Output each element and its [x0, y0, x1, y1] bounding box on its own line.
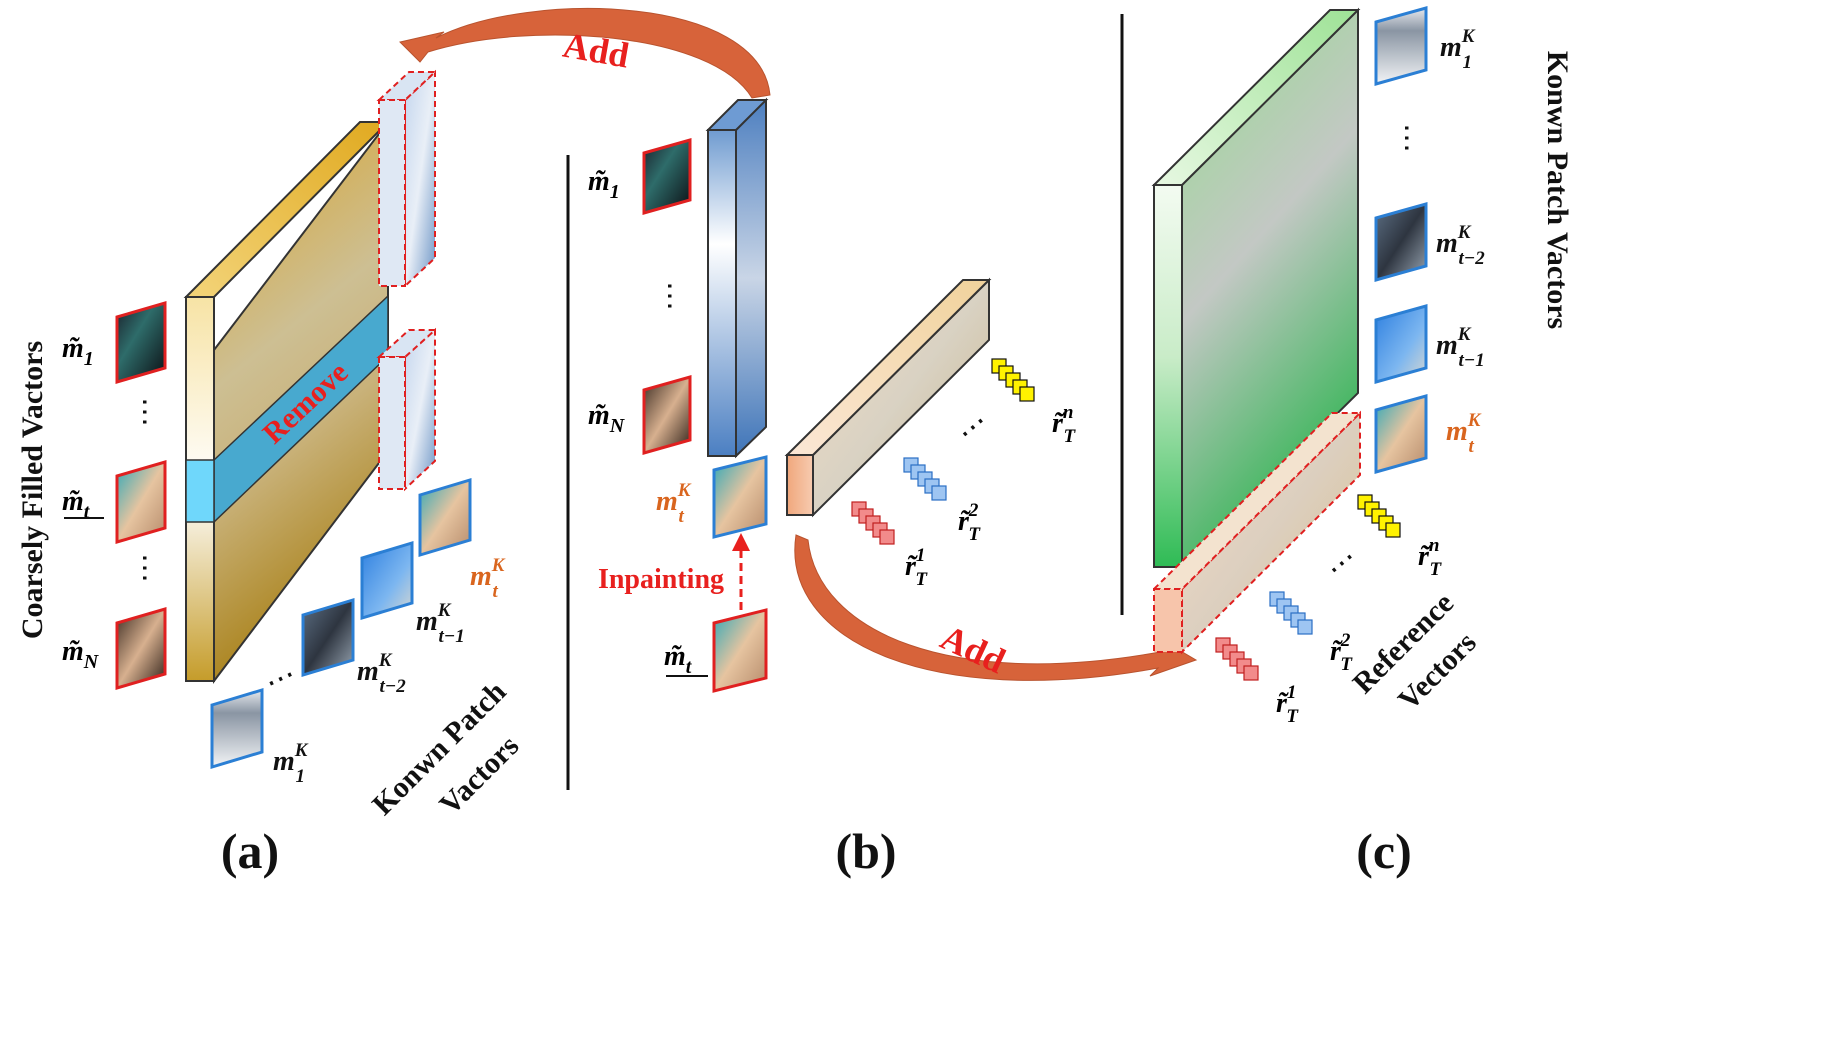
- ref-stack-b-1: [851, 501, 895, 545]
- patch-c-m1K: [1374, 6, 1428, 86]
- patch-a-mt1K: [360, 540, 414, 621]
- label-b-mN: m̃N: [588, 400, 626, 437]
- dots-a-3: ⋯: [260, 658, 301, 701]
- label-b-mt: m̃t: [664, 641, 693, 678]
- ref-stack-c-2: [1269, 591, 1313, 635]
- patch-c-mtK: [1374, 394, 1428, 474]
- inpainting-label: Inpainting: [598, 564, 724, 595]
- ref-stack-c-1: [1215, 637, 1259, 681]
- caption-c: (c): [1356, 823, 1412, 879]
- patch-a-m1: [115, 301, 167, 384]
- dots-b-1: ⋯: [653, 281, 686, 311]
- panel-a: Remove m̃1 m̃t m̃N ⋯ ⋯ Coarsely Filled: [16, 69, 525, 879]
- patch-a-m1K: [210, 687, 264, 770]
- top-add-arrow: Add: [399, 8, 771, 99]
- dots-b-2: ⋯: [951, 405, 995, 450]
- ghost-block-top: [376, 69, 438, 289]
- patch-a-mt: [115, 460, 167, 544]
- caption-b: (b): [835, 823, 896, 879]
- reference-bar-front: [786, 454, 814, 516]
- patch-c-mt2K: [1374, 202, 1428, 282]
- patch-a-mt2K: [301, 597, 355, 678]
- patch-a-mtK: [418, 477, 472, 558]
- label-b-m1: m̃1: [588, 166, 620, 203]
- label-a-mN: m̃N: [62, 636, 100, 673]
- dots-c-2: ⋯: [1320, 541, 1364, 586]
- ref-stack-b-n: [991, 358, 1035, 402]
- dots-c-1: ⋯: [1390, 123, 1423, 153]
- ref-stack-c-n: [1357, 494, 1401, 538]
- patch-b-mt: [712, 608, 768, 693]
- remove-band-front: [185, 459, 215, 523]
- dots-a-1: ⋯: [128, 397, 161, 427]
- patch-b-mtK: [712, 455, 768, 539]
- label-a-mt: m̃t: [62, 486, 91, 523]
- ghost-block-mid: [376, 327, 438, 492]
- bottom-add-arrow: Add: [794, 534, 1198, 681]
- patch-a-mN: [115, 607, 167, 690]
- dots-a-2: ⋯: [128, 553, 161, 583]
- label-a-m1: m̃1: [62, 333, 94, 370]
- ref-stack-b-2: [903, 457, 947, 501]
- patch-b-mN: [642, 375, 692, 455]
- ghost-reference-block: [1151, 410, 1363, 655]
- vector-column-front: [707, 129, 737, 457]
- caption-a: (a): [221, 823, 279, 879]
- known-vertical-label-c: Konwn Patch Vactors: [1541, 51, 1574, 329]
- coarse-vertical-label: Coarsely Filled Vactors: [16, 341, 49, 639]
- known-slab-front: [1153, 184, 1183, 568]
- reference-bar-side: [812, 277, 990, 518]
- vector-column-side: [735, 97, 767, 459]
- patch-c-mt1K: [1374, 304, 1428, 384]
- patch-b-m1: [642, 138, 692, 215]
